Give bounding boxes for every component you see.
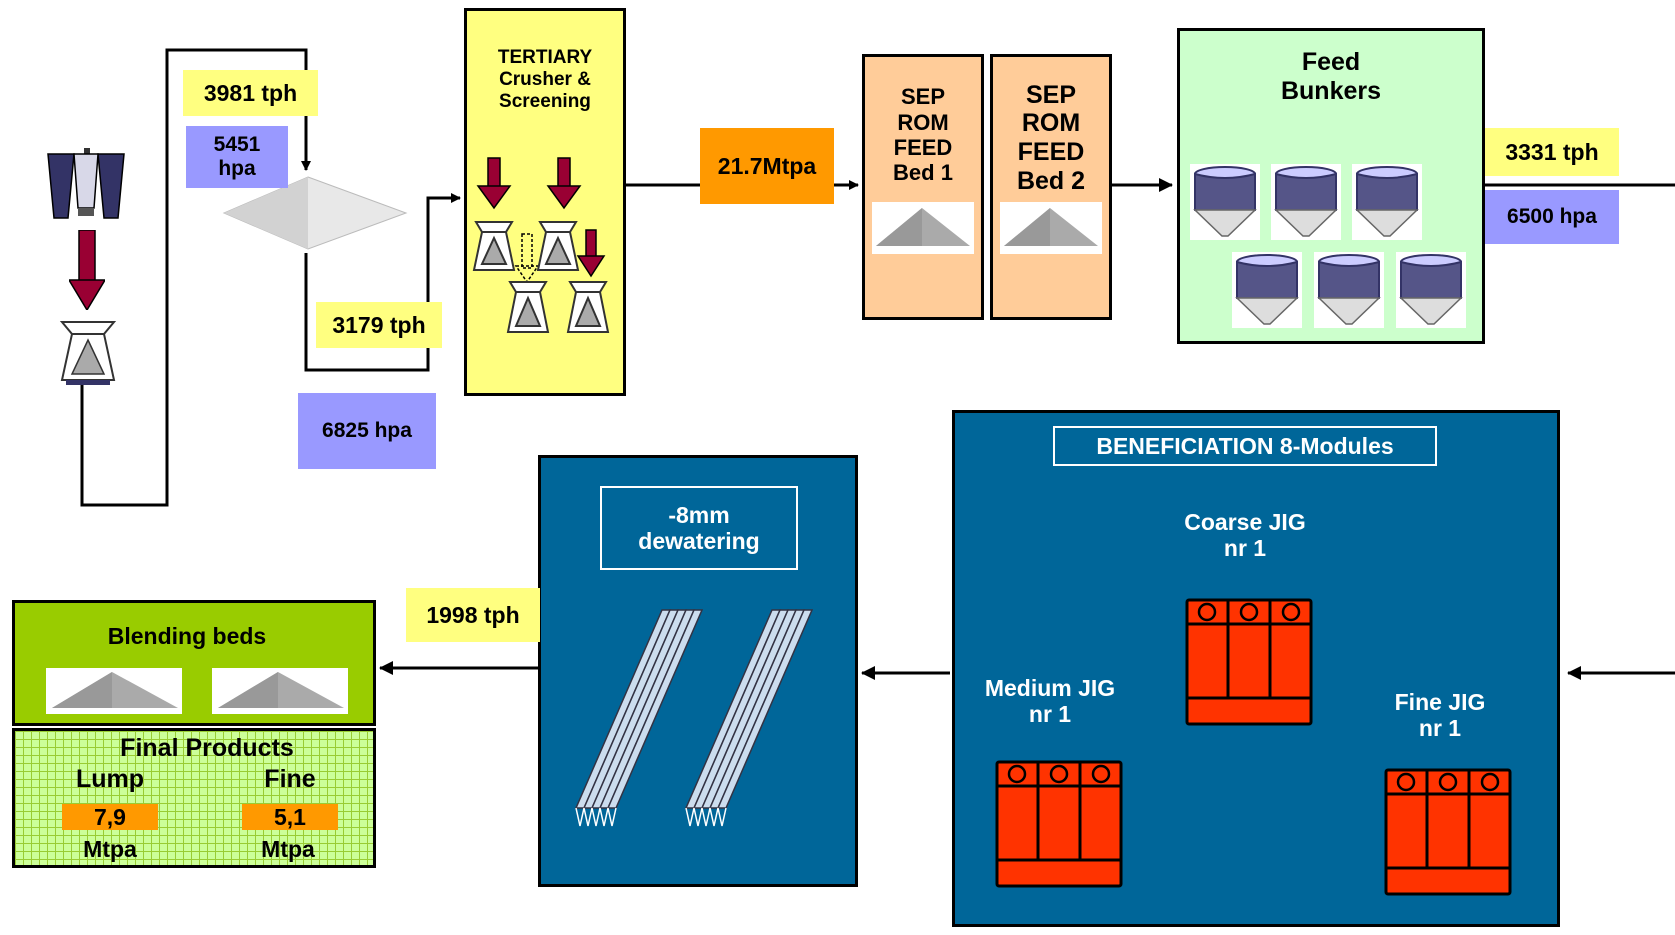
tertiary-title: TERTIARY Crusher & Screening [497,47,593,112]
annual-feed-label: 21.7Mtpa [700,128,834,204]
coarse-jig-label: Coarse JIG nr 1 [1184,508,1306,561]
fine-jig-label: Fine JIG nr 1 [1394,688,1486,741]
sep-rom-bed-1 [862,54,984,320]
bunker-silos-icon [1190,163,1467,329]
primary-stockpile-icon [222,176,408,250]
medium-jig-icon [995,760,1123,888]
primary-down-arrow-icon [69,230,105,310]
fine-unit: Mtpa [261,835,315,862]
coarse-jig-icon [1185,598,1313,726]
lump-label: Lump [75,764,145,793]
fine-jig-icon [1384,768,1512,896]
sep-bed-1-stockpile-icon [872,202,974,254]
lump-unit: Mtpa [83,835,137,862]
primary-conveyor-line [80,48,311,507]
sep-rom-bed-2-label: SEP ROM FEED Bed 2 [1016,80,1086,195]
secondary-hpa-label: 6825 hpa [298,393,436,469]
dewatering-panel [538,455,858,887]
secondary-conveyor-line [304,193,461,372]
final-products-title: Final Products [120,733,294,762]
feed-bunkers-title: Feed Bunkers [1280,48,1382,105]
fine-label: Fine [264,764,316,793]
secondary-crusher-icon [59,321,117,385]
lump-value: 7,9 [62,804,158,830]
blending-beds-title: Blending beds [107,622,267,649]
secondary-rate-label: 3179 tph [316,302,442,348]
dewatering-rate-label: 1998 tph [406,588,540,642]
dewatering-title: -8mm dewatering [600,486,798,570]
blending-bed-2-icon [212,668,348,714]
final-products-panel [12,728,376,868]
primary-crusher-icon [47,148,125,219]
sep-bed-2-stockpile-icon [1000,202,1102,254]
medium-jig-label: Medium JIG nr 1 [984,674,1116,727]
sep-rom-bed-2 [990,54,1112,320]
sep-rom-bed-1-label: SEP ROM FEED Bed 1 [893,84,953,186]
fine-value: 5,1 [242,804,338,830]
primary-rate-label: 3981 tph [183,70,318,116]
blending-bed-1-icon [46,668,182,714]
bunker-hpa-label: 6500 hpa [1485,190,1619,244]
tertiary-crushers-icon [472,157,610,333]
bunker-rate-label: 3331 tph [1485,128,1619,176]
dewatering-screens-icon [574,609,814,827]
beneficiation-title: BENEFICIATION 8-Modules [1053,426,1437,466]
primary-hpa-label: 5451 hpa [186,126,288,188]
